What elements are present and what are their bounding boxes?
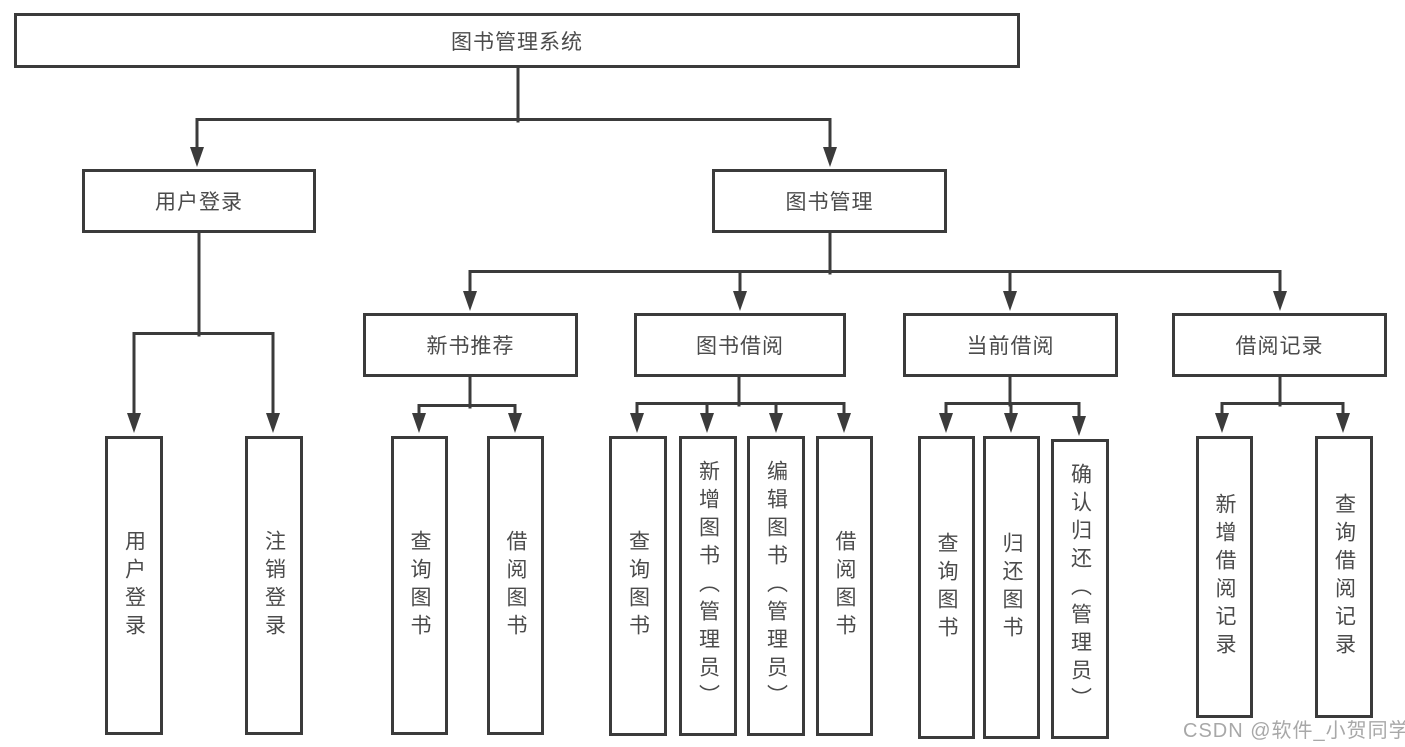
leaf-label: 用户登录 [122,529,146,642]
node-borrowing-records: 借阅记录 [1172,313,1387,377]
leaf-add-borrow-record: 新增借阅记录 [1196,436,1253,718]
node-label: 图书管理 [785,191,874,214]
connector-userlogin-to-leaves [127,231,280,433]
node-label: 图书借阅 [696,335,784,358]
connector-bookmgmt-to-level3 [463,231,1287,311]
connector-recommend-to-leaves [412,375,522,433]
leaf-label: 借阅图书 [504,529,527,642]
leaf-query-borrow-record: 查询借阅记录 [1315,436,1373,718]
node-book-management: 图书管理 [712,169,947,233]
connector-records-to-leaves [1215,375,1350,433]
leaf-return-books: 归还图书 [983,436,1040,739]
connector-current-to-leaves [939,375,1086,436]
leaf-label: 确认归还（管理员） [1068,463,1092,715]
leaf-borrow-books-recommend: 借阅图书 [487,436,544,735]
node-current-borrowing: 当前借阅 [903,313,1118,377]
leaf-query-books-borrowing: 查询图书 [609,436,667,736]
node-library-management-system: 图书管理系统 [14,13,1020,68]
connector-borrowing-to-leaves [630,375,851,433]
leaf-label: 查询图书 [408,529,431,642]
leaf-label: 查询图书 [626,530,650,642]
leaf-confirm-return-admin: 确认归还（管理员） [1051,439,1109,739]
node-book-borrowing: 图书借阅 [634,313,846,377]
leaf-query-books-current: 查询图书 [918,436,975,739]
connector-root-to-level2 [190,66,837,167]
node-label: 图书管理系统 [451,30,583,54]
leaf-label: 新增图书（管理员） [696,460,720,712]
leaf-label: 借阅图书 [833,530,856,642]
leaf-label: 归还图书 [1000,531,1023,644]
leaf-label: 查询借阅记录 [1332,493,1356,661]
node-label: 当前借阅 [966,335,1055,358]
leaf-add-books-admin: 新增图书（管理员） [679,436,737,736]
leaf-label: 查询图书 [935,531,958,644]
node-label: 新书推荐 [426,335,515,358]
node-label: 借阅记录 [1235,335,1324,358]
csdn-watermark: CSDN @软件_小贺同学 [1183,720,1405,742]
leaf-label: 新增借阅记录 [1213,493,1236,661]
leaf-label: 编辑图书（管理员） [764,460,788,712]
leaf-borrow-books: 借阅图书 [816,436,873,736]
node-user-login-group: 用户登录 [82,169,316,233]
leaf-user-login: 用户登录 [105,436,163,735]
leaf-logout: 注销登录 [245,436,303,735]
leaf-edit-books-admin: 编辑图书（管理员） [747,436,805,736]
node-label: 用户登录 [155,191,243,214]
leaf-query-books-recommend: 查询图书 [391,436,448,735]
leaf-label: 注销登录 [262,529,286,642]
node-new-book-recommend: 新书推荐 [363,313,578,377]
